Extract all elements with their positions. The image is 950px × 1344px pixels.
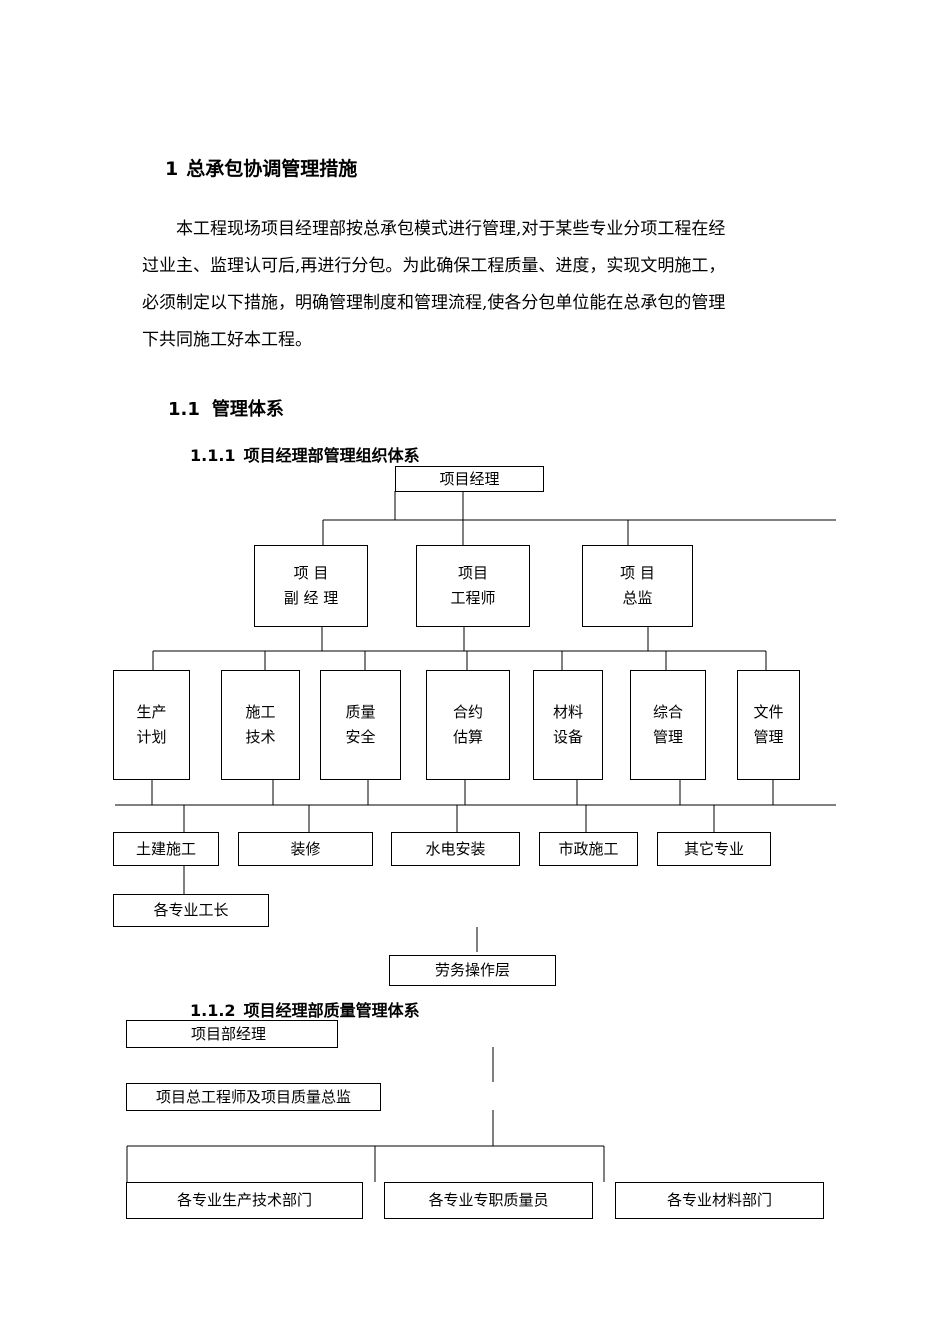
node-document-management: 文件 管理: [737, 670, 800, 780]
node-civil-construction: 土建施工: [113, 832, 219, 866]
heading-2-title: 管理体系: [211, 399, 284, 420]
node-project-engineer: 项目 工程师: [416, 545, 530, 627]
node-chief-engineer-quality: 项目总工程师及项目质量总监: [126, 1083, 381, 1111]
node-contract-budget: 合约 估算: [426, 670, 510, 780]
paragraph-line: 下共同施工好本工程。: [142, 330, 312, 350]
node-mep-installation: 水电安装: [391, 832, 520, 866]
heading-2-number: 1.1: [168, 399, 200, 420]
heading-1-1-2: 1.1.2 项目经理部质量管理体系: [190, 997, 420, 1021]
node-production-plan: 生产 计划: [113, 670, 190, 780]
heading-1: 1 总承包协调管理措施: [165, 154, 357, 181]
heading-1-number: 1: [165, 158, 179, 180]
heading-1-title: 总承包协调管理措施: [186, 158, 358, 180]
node-materials-dept: 各专业材料部门: [615, 1182, 824, 1219]
heading-1-1-2-title: 项目经理部质量管理体系: [243, 1001, 420, 1020]
heading-1-1-1-title: 项目经理部管理组织体系: [243, 446, 420, 465]
node-project-manager: 项目经理: [395, 466, 544, 492]
paragraph-line: 过业主、监理认可后,再进行分包。为此确保工程质量、进度，实现文明施工，: [142, 256, 726, 276]
node-materials-equipment: 材料 设备: [533, 670, 603, 780]
node-department-manager: 项目部经理: [126, 1020, 338, 1048]
node-quality-inspector: 各专业专职质量员: [384, 1182, 593, 1219]
node-decoration: 装修: [238, 832, 373, 866]
node-construction-tech: 施工 技术: [221, 670, 300, 780]
node-production-tech-dept: 各专业生产技术部门: [126, 1182, 363, 1219]
paragraph-line: 本工程现场项目经理部按总承包模式进行管理,对于某些专业分项工程在经: [176, 219, 726, 239]
node-quality-safety: 质量 安全: [320, 670, 401, 780]
node-deputy-manager: 项 目 副 经 理: [254, 545, 368, 627]
intro-paragraph: 本工程现场项目经理部按总承包模式进行管理,对于某些专业分项工程在经 过业主、监理…: [142, 211, 812, 359]
heading-1-1-1: 1.1.1 项目经理部管理组织体系: [190, 442, 420, 466]
heading-1-1-2-number: 1.1.2: [190, 1001, 236, 1020]
node-chief-supervisor: 项 目 总监: [582, 545, 693, 627]
node-general-management: 综合 管理: [630, 670, 706, 780]
node-labor-layer: 劳务操作层: [389, 955, 556, 986]
node-foreman: 各专业工长: [113, 894, 269, 927]
heading-2: 1.1 管理体系: [168, 395, 284, 421]
node-municipal-construction: 市政施工: [539, 832, 638, 866]
heading-1-1-1-number: 1.1.1: [190, 446, 236, 465]
node-other-specialties: 其它专业: [657, 832, 771, 866]
paragraph-line: 必须制定以下措施，明确管理制度和管理流程,使各分包单位能在总承包的管理: [142, 293, 726, 313]
